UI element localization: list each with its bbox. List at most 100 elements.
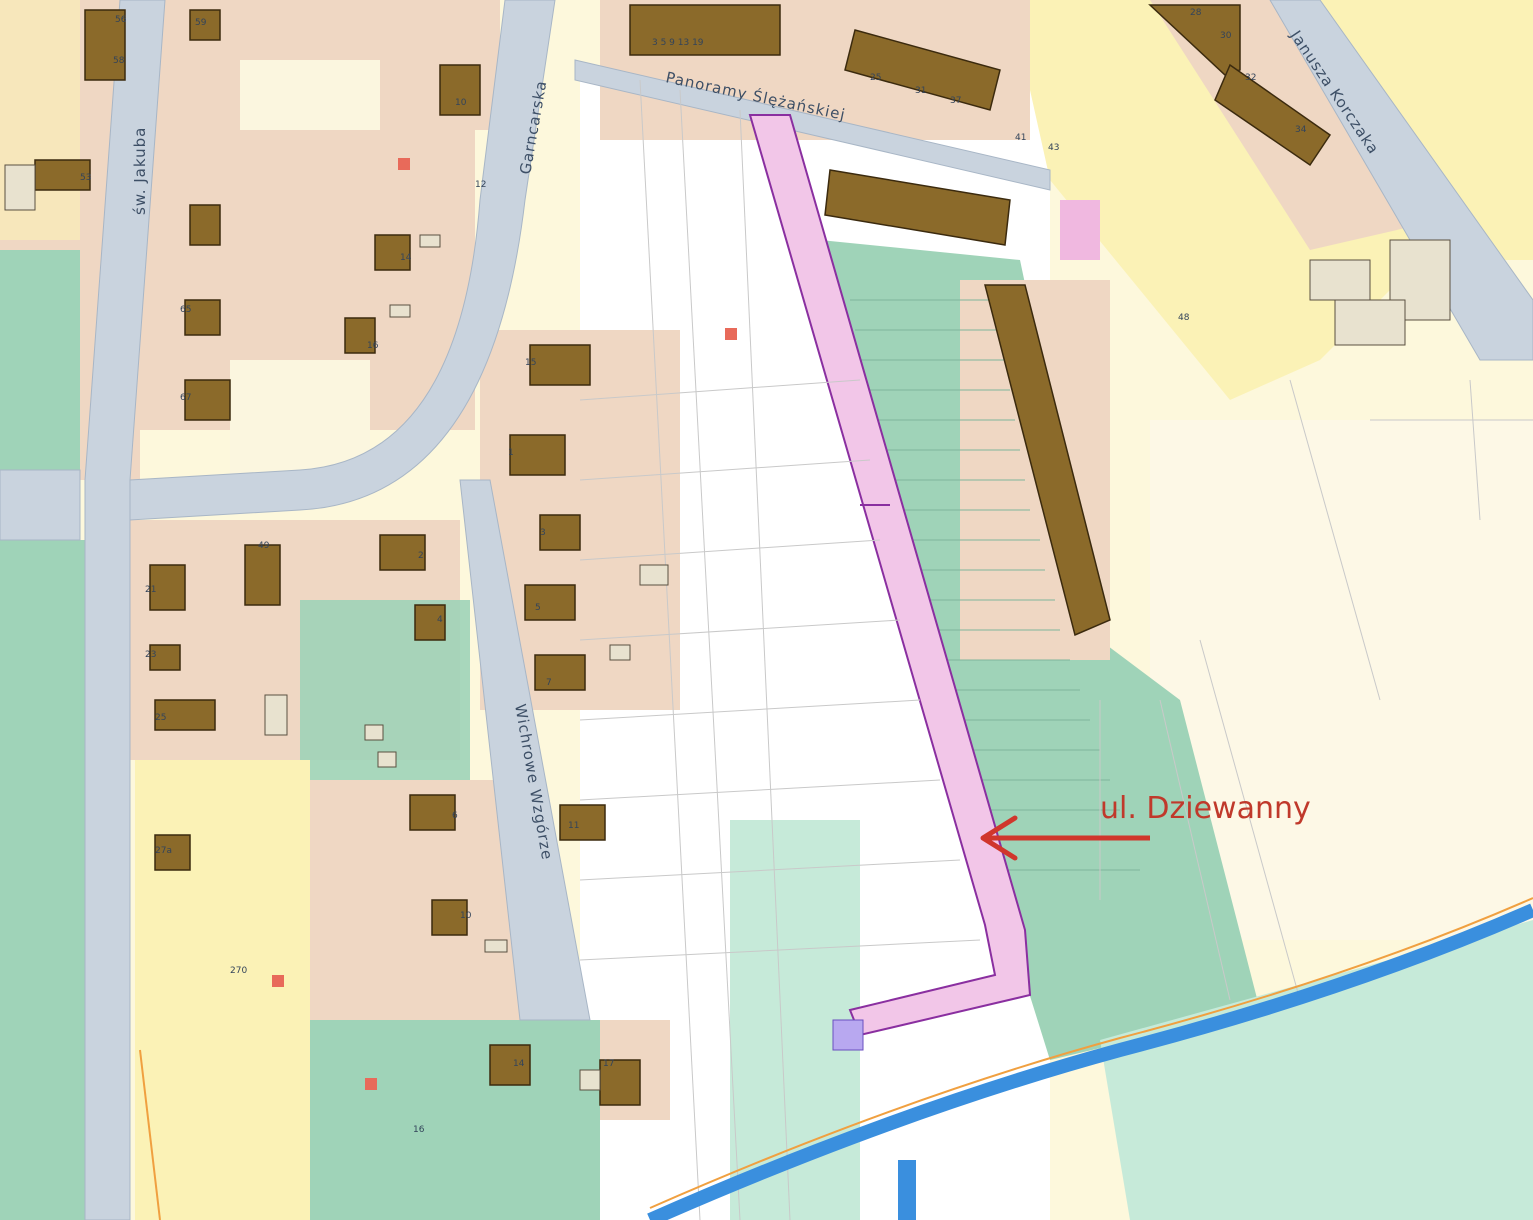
house-number: 10 [455,98,467,108]
house-number: 25 [870,73,881,83]
house-number: 25 [155,713,166,723]
building [34,159,91,191]
road-sw-jakuba [84,0,166,1220]
pink-plot [1060,200,1100,260]
survey-markers [272,158,737,1090]
road-stub-w [0,469,81,541]
annotation-label: ul. Dziewanny [1100,791,1311,826]
building [184,379,231,421]
outbuildings [4,164,1451,1091]
house-number: 43 [1048,143,1059,153]
house-number: 3 [540,528,546,538]
house-number: 56 [115,15,127,25]
parcel-lines [579,79,1533,1220]
building [534,654,586,691]
building [84,9,126,81]
building [559,804,606,841]
house-number: 31 [915,86,926,96]
building [539,514,581,551]
yellow-zone-ne [1010,0,1533,400]
building [431,899,468,936]
house-number: 11 [568,821,579,831]
house-number: 58 [113,56,125,66]
house-number: 14 [513,1059,525,1069]
house-number: 48 [1178,313,1190,323]
building [509,434,566,476]
house-number: 23 [145,650,156,660]
buildings [34,4,1332,1106]
house-number: 12 [475,180,486,190]
building [184,299,221,336]
house-number: 16 [367,341,379,351]
building [374,234,411,271]
building [439,64,481,116]
building-block [1148,4,1241,76]
house-number: 53 [80,173,91,183]
building-block [629,4,781,56]
blue-plot [832,1019,864,1051]
building-block [844,29,1001,111]
house-number: 28 [1190,8,1202,18]
building [244,544,281,606]
house-number: 270 [230,966,247,976]
road-wzgorze [459,479,591,1021]
house-number: 7 [546,678,552,688]
building [154,834,191,871]
building-row-long [984,284,1111,637]
building [344,317,376,354]
building [154,699,216,731]
house-number: 37 [950,96,961,106]
house-number: 1 [508,448,514,458]
building [414,604,446,641]
house-number: 2 [418,551,424,561]
house-number: 65 [180,305,191,315]
parking-stripes [850,299,1140,871]
house-number: 34 [1295,125,1307,135]
house-number: 17 [603,1059,614,1069]
house-number: 4 [437,615,443,625]
house-number: 59 [195,18,207,28]
building [524,584,576,621]
house-number: 16 [413,1125,425,1135]
street-label-jakuba: św. Jakuba [131,127,149,215]
building [189,204,221,246]
water-channel [647,903,1533,1220]
building [379,534,426,571]
house-number: 30 [1220,31,1232,41]
house-number: 67 [180,393,191,403]
house-number: 5 [535,603,541,613]
house-number: 14 [400,253,412,263]
house-number: 41 [1015,133,1026,143]
water-outlet [898,1160,916,1220]
road-garncarska [129,0,556,521]
building [599,1059,641,1106]
building [409,794,456,831]
orange-line [139,1049,161,1220]
building [489,1044,531,1086]
channel-edge [649,897,1533,1209]
house-number: 3 5 9 13 19 [652,38,704,48]
annotation-arrow [980,815,1150,861]
house-number: 6 [452,811,458,821]
light-green-zone-se [1100,920,1533,1220]
house-number: 15 [525,358,536,368]
building [529,344,591,386]
yellow-zone-sw [135,760,310,1220]
building-block [1214,63,1332,167]
house-number: 27a [155,846,172,856]
building [149,564,186,611]
green-zone-s [310,1020,600,1220]
house-number: 10 [460,911,472,921]
house-number: 49 [258,541,270,551]
road-panoramy [574,59,1051,191]
green-zone-w2 [0,540,90,1220]
yard [240,60,380,130]
house-number: 21 [145,585,156,595]
yard [230,360,370,480]
building [189,9,221,41]
house-number: 32 [1245,73,1256,83]
building [149,644,181,671]
